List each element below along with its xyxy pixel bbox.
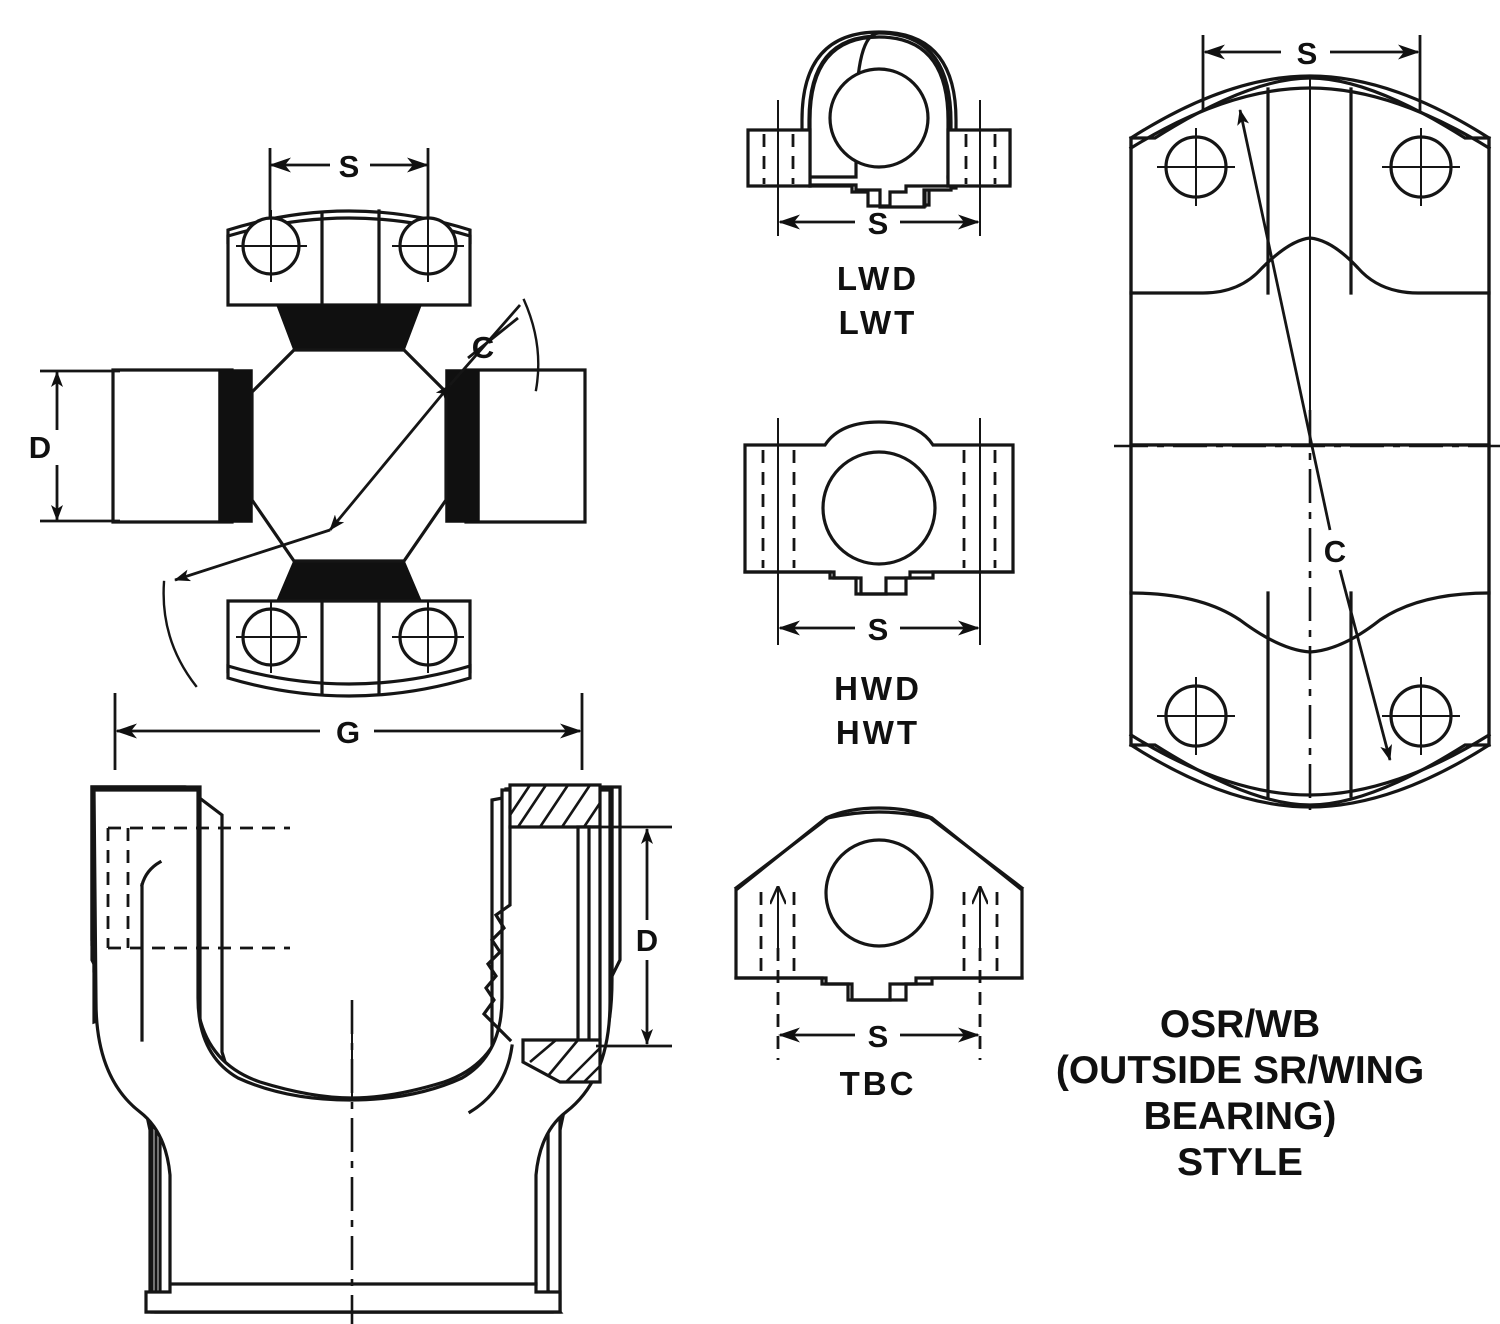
dimension-label-s-hwd: S xyxy=(868,612,889,647)
view-cross-assembly: S xyxy=(29,148,587,770)
view-yoke-section: D xyxy=(90,783,672,1324)
bracket-lwd-label-line2: LWT xyxy=(839,304,918,341)
bottom-wing-bearing xyxy=(226,560,472,698)
caption-line-1: OSR/WB xyxy=(1160,1003,1320,1046)
osrwb-bolt-hole-lower-left xyxy=(1157,677,1235,755)
dimension-label-s-lwd: S xyxy=(868,206,889,241)
caption-line-3: BEARING) xyxy=(1144,1095,1337,1138)
dimension-label-d-yoke: D xyxy=(636,923,658,958)
dimension-g-cross: G xyxy=(113,693,584,770)
bracket-hwd-label-line1: HWD xyxy=(834,670,922,707)
dimension-label-g-cross: G xyxy=(336,715,360,750)
dimension-label-c-osrwb: C xyxy=(1324,534,1346,569)
view-bracket-hwd: S HWD HWT xyxy=(743,418,1015,751)
osrwb-bolt-hole-lower-right xyxy=(1382,677,1460,755)
dimension-s-lwd: S xyxy=(778,206,980,241)
dimension-label-c-cross: C xyxy=(472,330,494,365)
dimension-s-tbc: S xyxy=(778,1019,980,1054)
bracket-lwd-label-line1: LWD xyxy=(837,260,919,297)
top-wing-bearing xyxy=(226,209,472,351)
view-osrwb: S xyxy=(1114,35,1500,810)
dimension-label-d-cross: D xyxy=(29,430,51,465)
view-bracket-tbc: S TBC xyxy=(733,806,1025,1102)
right-bearing-cap xyxy=(445,368,587,524)
view-bracket-lwd: S LWD LWT xyxy=(746,30,1012,341)
caption-block: OSR/WB (OUTSIDE SR/WING BEARING) STYLE xyxy=(1056,1003,1424,1184)
caption-line-4: STYLE xyxy=(1177,1141,1303,1184)
left-bearing-cap xyxy=(111,368,253,524)
osrwb-bolt-hole-upper-right xyxy=(1382,128,1460,206)
cap-hatching-lower xyxy=(529,1039,601,1083)
dimension-d-cross: D xyxy=(29,369,120,523)
dimension-label-s-cross: S xyxy=(339,149,360,184)
dimension-c-osrwb: C xyxy=(1237,109,1392,761)
dimension-d-yoke: D xyxy=(596,825,672,1048)
yoke-left-hidden-lines xyxy=(106,826,290,950)
caption-line-2: (OUTSIDE SR/WING xyxy=(1056,1049,1424,1092)
dimension-c-cross: C xyxy=(162,298,540,688)
dimension-label-s-osrwb: S xyxy=(1297,36,1318,71)
bracket-hwd-label-line2: HWT xyxy=(836,714,920,751)
dimension-label-s-tbc: S xyxy=(868,1019,889,1054)
cross-hub-body xyxy=(250,348,448,563)
yoke-bearing-cap-section xyxy=(508,783,602,1084)
dimension-s-hwd: S xyxy=(778,612,980,647)
osrwb-bolt-hole-upper-left xyxy=(1157,128,1235,206)
cap-hatching-upper xyxy=(508,784,602,828)
bracket-tbc-label-line1: TBC xyxy=(840,1065,917,1102)
